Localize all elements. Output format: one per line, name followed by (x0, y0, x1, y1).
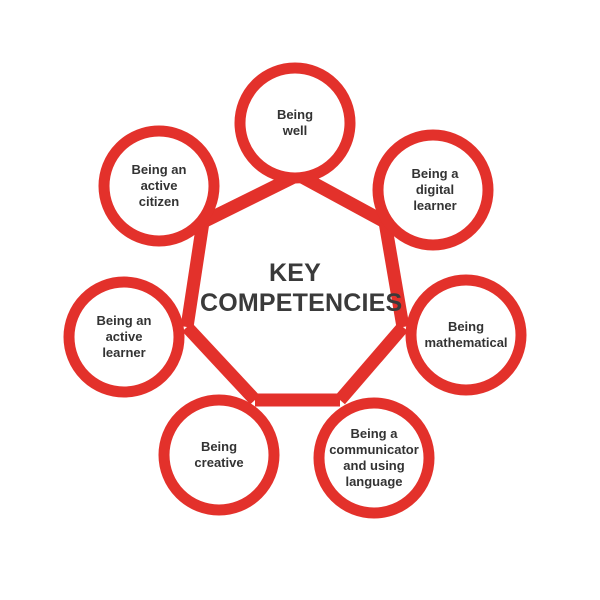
node-text: and using (343, 458, 405, 473)
node-text: Being (447, 319, 485, 334)
loop-communicator (313, 397, 435, 519)
center-title-line-2: COMPETENCIES (200, 289, 403, 317)
loop-mathematical (405, 274, 527, 396)
center-title-line-1: KEY (268, 259, 321, 287)
loop-active-learner (63, 276, 185, 398)
ribbon-segment-right (378, 220, 410, 329)
node-active-citizen: Being an active citizen (104, 146, 214, 226)
node-text: Being an (131, 162, 187, 177)
node-text: mathematical (424, 335, 508, 350)
center-title: KEY COMPETENCIES (200, 258, 403, 318)
node-text: citizen (138, 194, 180, 209)
loop-creative (158, 394, 280, 516)
node-text: language (345, 474, 403, 489)
node-text: active (140, 178, 178, 193)
node-being-well: Being well (240, 83, 350, 163)
node-text: learner (102, 345, 146, 360)
loop-digital-learner (372, 129, 494, 251)
node-text: digital (415, 182, 455, 197)
node-communicator: Being a communicator and using language (319, 418, 429, 498)
node-text: Being (276, 107, 314, 122)
ribbon-segment-bottom-right (335, 322, 408, 405)
node-text: well (282, 123, 308, 138)
node-text: Being an (96, 313, 152, 328)
node-text: active (105, 329, 143, 344)
node-text: Being a (350, 426, 398, 441)
ribbon-segment-left (180, 221, 210, 328)
loop-active-citizen (98, 125, 220, 247)
node-text: Being (200, 439, 238, 454)
node-active-learner: Being an active learner (69, 297, 179, 377)
node-creative: Being creative (164, 415, 274, 495)
node-text: learner (413, 198, 457, 213)
node-text: Being a (411, 166, 459, 181)
loop-being-well (234, 62, 356, 184)
node-text: creative (194, 455, 244, 470)
node-digital-learner: Being a digital learner (380, 150, 490, 230)
node-mathematical: Being mathematical (411, 295, 521, 375)
ribbon-segment-bottom-left (182, 322, 260, 405)
node-text: communicator (329, 442, 419, 457)
